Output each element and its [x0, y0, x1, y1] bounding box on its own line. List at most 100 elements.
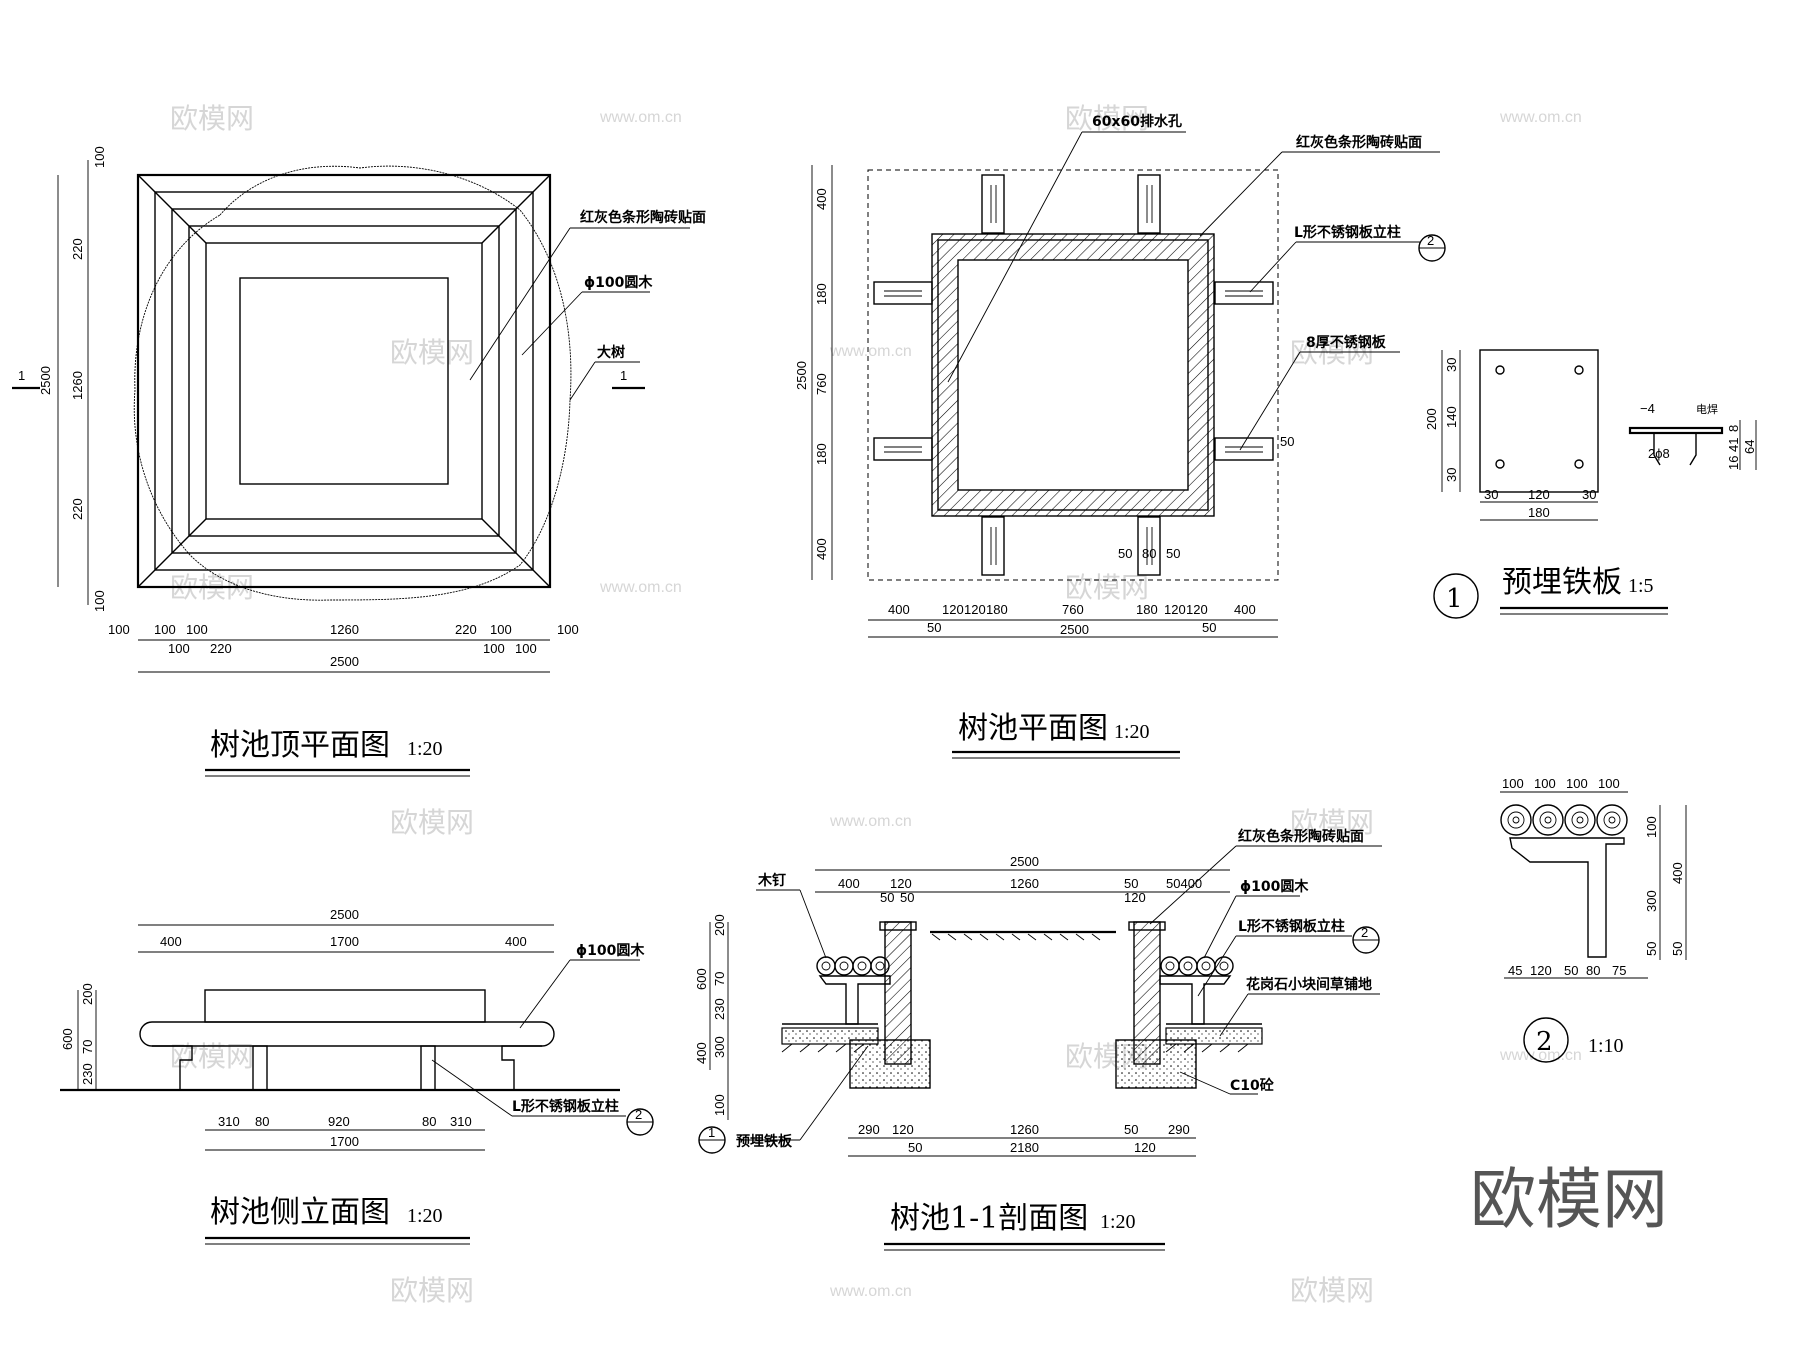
post — [420, 1045, 436, 1091]
dim-text: 16 — [1726, 456, 1741, 470]
dim-text: 180 — [1528, 505, 1550, 520]
log-label: ϕ100圆木 — [576, 942, 645, 959]
dim-text: 120 — [1528, 487, 1550, 502]
dim-text: 760 — [1062, 602, 1084, 617]
dim-text: 2500 — [1010, 854, 1039, 869]
log-label: ϕ100圆木 — [1240, 878, 1309, 895]
dim-text: 400 — [888, 602, 910, 617]
c10-label: C10砼 — [1230, 1077, 1275, 1094]
log-label: ϕ100圆木 — [584, 274, 653, 291]
view-title: 树池平面图 — [958, 711, 1108, 746]
dim-text: 50 — [1564, 963, 1578, 978]
watermark-url: www.om.cn — [829, 813, 912, 830]
watermark-url: www.om.cn — [599, 579, 682, 596]
dim-text: 220 — [455, 622, 477, 637]
dim-text: 400 — [160, 934, 182, 949]
dim-text: 2180 — [1010, 1140, 1039, 1155]
dim-text: 400 — [1234, 602, 1256, 617]
outer-frame — [136, 173, 552, 589]
dim-text: 760 — [814, 373, 829, 395]
dim-text: 100 — [108, 622, 130, 637]
dim-text: 50 — [880, 890, 894, 905]
footing-right — [1115, 1039, 1197, 1089]
view-title: 树池侧立面图 — [210, 1195, 390, 1230]
view-scale: 1:20 — [407, 1205, 443, 1227]
dim-text: 1260 — [1010, 876, 1039, 891]
dim-text: 2500 — [1060, 622, 1089, 637]
dim-text: 70 — [80, 1040, 95, 1054]
dim-text: 180 — [986, 602, 1008, 617]
bracket — [152, 1045, 193, 1090]
dim-text: 1700 — [330, 934, 359, 949]
l-post-label: L形不锈钢板立柱 — [1294, 224, 1401, 241]
dim-text: 50 — [1124, 1122, 1138, 1137]
plate-label: 8厚不锈钢板 — [1306, 334, 1387, 351]
watermark-url: www.om.cn — [1499, 1047, 1582, 1064]
top-plan-view: 红灰色条形陶砖贴面 ϕ100圆木 大树 1 1 2500 1260 100 22… — [12, 146, 706, 777]
weld-label: 电焊 — [1696, 402, 1718, 416]
frame-ring — [154, 191, 534, 571]
dim-text: 180 — [814, 443, 829, 465]
plate-section — [1628, 426, 1724, 435]
watermark-url: www.om.cn — [1499, 109, 1582, 126]
dim-text: 80 — [422, 1114, 436, 1129]
dim-text: 30 — [1444, 468, 1459, 482]
dim-text: 400 — [814, 538, 829, 560]
dim-text: 400 — [505, 934, 527, 949]
dim-text: 45 — [1508, 963, 1522, 978]
dim-text: 300 — [712, 1036, 727, 1058]
dim-text: 100 — [1534, 776, 1556, 791]
dim-text: 50 — [1644, 942, 1659, 956]
dim-text: 1700 — [330, 1134, 359, 1149]
ref-number: 2 — [1361, 925, 1368, 940]
watermark-text: 欧模网 — [390, 1274, 474, 1307]
dim-text: 100 — [1598, 776, 1620, 791]
watermark-text: 欧模网 — [1065, 102, 1149, 135]
detail-embed-plate: 200 140 30 30 30 120 30 180 −4 电焊 2ϕ8 16… — [1424, 349, 1757, 619]
l-post-detail — [1509, 837, 1625, 958]
dim-text: 100 — [92, 590, 107, 612]
dim-text: 50 — [1166, 546, 1180, 561]
dim-text: 200 — [80, 983, 95, 1005]
view-title: 预埋铁板 — [1502, 565, 1622, 600]
view-scale: 1:20 — [1100, 1211, 1136, 1233]
dim-text: 1260 — [70, 371, 85, 400]
dim-text: 100 — [1644, 816, 1659, 838]
dim-text: 180 — [814, 283, 829, 305]
cut-mark: 1 — [18, 368, 25, 383]
view-scale: 1:20 — [1114, 721, 1150, 743]
dim-text: 64 — [1742, 440, 1757, 454]
dim-text: 75 — [1612, 963, 1626, 978]
side-elevation-view: ϕ100圆木 L形不锈钢板立柱 2 2500 400 1700 400 600 … — [60, 907, 654, 1245]
post — [252, 1045, 268, 1091]
dim-text: 41 — [1726, 438, 1741, 452]
dim-text: 100 — [1566, 776, 1588, 791]
brand-logo: 欧模网 — [1470, 1161, 1668, 1238]
dim-text: 100 — [154, 622, 176, 637]
watermark-text: 欧模网 — [390, 336, 474, 369]
dim-text: 920 — [328, 1114, 350, 1129]
dim-text: 100 — [1502, 776, 1524, 791]
embed-label: 预埋铁板 — [736, 1133, 793, 1150]
tile-label: 红灰色条形陶砖贴面 — [580, 209, 706, 226]
dim-text: 100 — [92, 146, 107, 168]
view-scale: 1:5 — [1628, 575, 1654, 597]
dim-text: 50 — [1202, 620, 1216, 635]
dim-text: 100 — [557, 622, 579, 637]
dim-text: 290 — [858, 1122, 880, 1137]
dim-text: 80 — [1586, 963, 1600, 978]
watermark-text: 欧模网 — [1290, 336, 1374, 369]
l-post-label: L形不锈钢板立柱 — [1238, 918, 1345, 935]
dim-text: 120 — [1164, 602, 1186, 617]
detail-number: 1 — [1446, 584, 1463, 614]
pit-opening — [957, 259, 1189, 491]
dim-text: 100 — [490, 622, 512, 637]
logs-left — [816, 956, 891, 1025]
drain-label: 60x60排水孔 — [1092, 113, 1182, 130]
tree-label: 大树 — [597, 344, 625, 361]
watermark-url: www.om.cn — [599, 109, 682, 126]
paving-right — [1165, 1027, 1263, 1045]
footprint-outline — [867, 169, 1279, 581]
view-title: 树池1-1剖面图 — [890, 1201, 1088, 1236]
back-log — [204, 989, 486, 1023]
